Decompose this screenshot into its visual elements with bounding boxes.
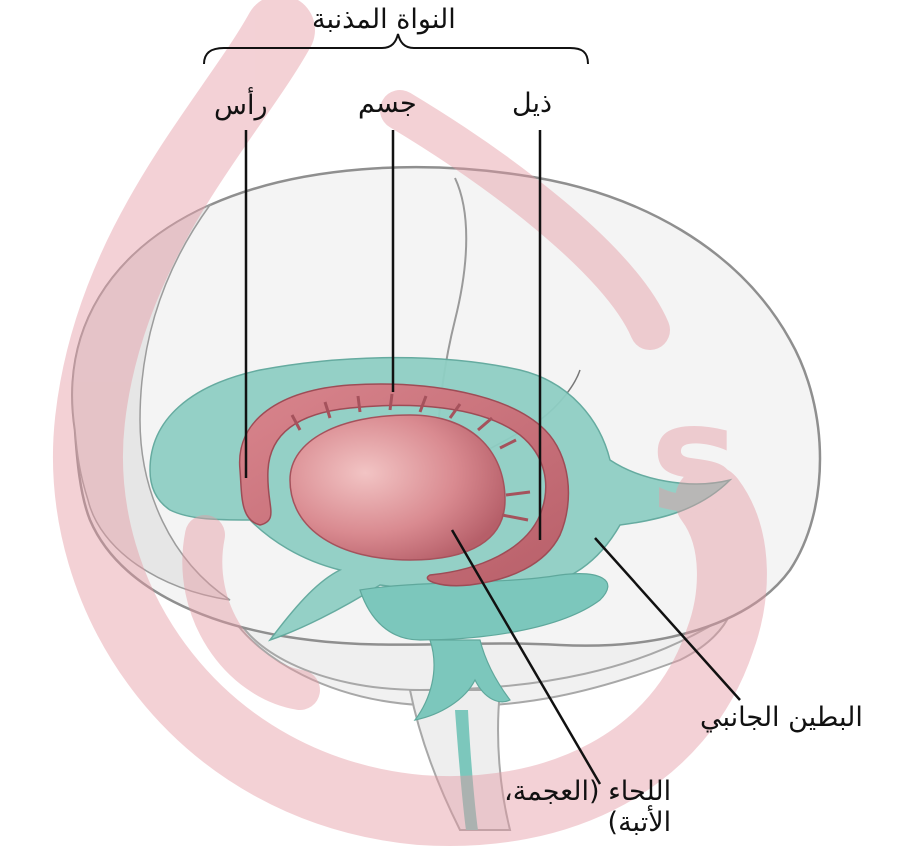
caudate-nucleus-label: النواة المذنبة [312,4,456,35]
thalamus-shape [290,415,505,560]
lateral-ventricle-label: البطين الجانبي [700,702,863,733]
caudate-body-label: جسم [358,88,417,119]
caudate-head-label: رأس [214,90,268,121]
thalamus-label-line1: اللحاء (العجمة، [504,776,671,807]
caudate-tail-label: ذيل [512,88,552,119]
thalamus-label: اللحاء (العجمة، الأتبة) [504,776,671,838]
svg-text:s: s [650,372,739,546]
thalamus-label-line2: الأتبة) [504,807,671,838]
